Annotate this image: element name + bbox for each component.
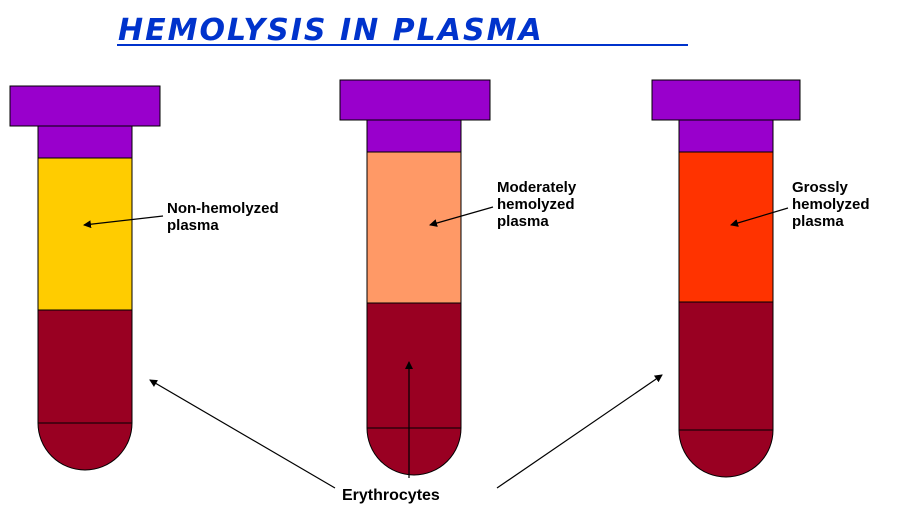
tube-non-hemolyzed: Non-hemolyzed plasma bbox=[10, 86, 283, 470]
tube-label: Non-hemolyzed plasma bbox=[167, 200, 283, 234]
erythrocytes-arrow-right bbox=[497, 375, 662, 488]
erythrocytes-arrow-left bbox=[150, 380, 335, 488]
tube-moderately-hemolyzed: Moderately hemolyzed plasma bbox=[340, 80, 580, 475]
cap-top bbox=[652, 80, 800, 120]
erythrocyte-layer bbox=[679, 302, 773, 477]
cap-top bbox=[10, 86, 160, 126]
erythrocyte-layer bbox=[367, 303, 461, 475]
plasma-layer bbox=[38, 158, 132, 310]
diagram-title: HEMOLYSIS IN PLASMA bbox=[118, 13, 544, 48]
cap-top bbox=[340, 80, 490, 120]
plasma-layer bbox=[367, 152, 461, 303]
cap-neck bbox=[367, 120, 461, 152]
erythrocytes-label: Erythrocytes bbox=[342, 487, 440, 504]
label-line: hemolyzed bbox=[497, 196, 575, 213]
cap-neck bbox=[38, 126, 132, 158]
tube-grossly-hemolyzed: Grossly hemolyzed plasma bbox=[652, 80, 874, 477]
label-line: Non-hemolyzed bbox=[167, 200, 279, 217]
label-line: Grossly bbox=[792, 179, 849, 196]
tube-label: Grossly hemolyzed plasma bbox=[792, 179, 874, 230]
label-line: plasma bbox=[497, 213, 549, 230]
erythrocyte-layer bbox=[38, 310, 132, 470]
tube-label: Moderately hemolyzed plasma bbox=[497, 179, 580, 230]
label-line: plasma bbox=[792, 213, 844, 230]
label-line: plasma bbox=[167, 217, 219, 234]
plasma-layer bbox=[679, 152, 773, 302]
cap-neck bbox=[679, 120, 773, 152]
label-line: Moderately bbox=[497, 179, 577, 196]
label-line: hemolyzed bbox=[792, 196, 870, 213]
